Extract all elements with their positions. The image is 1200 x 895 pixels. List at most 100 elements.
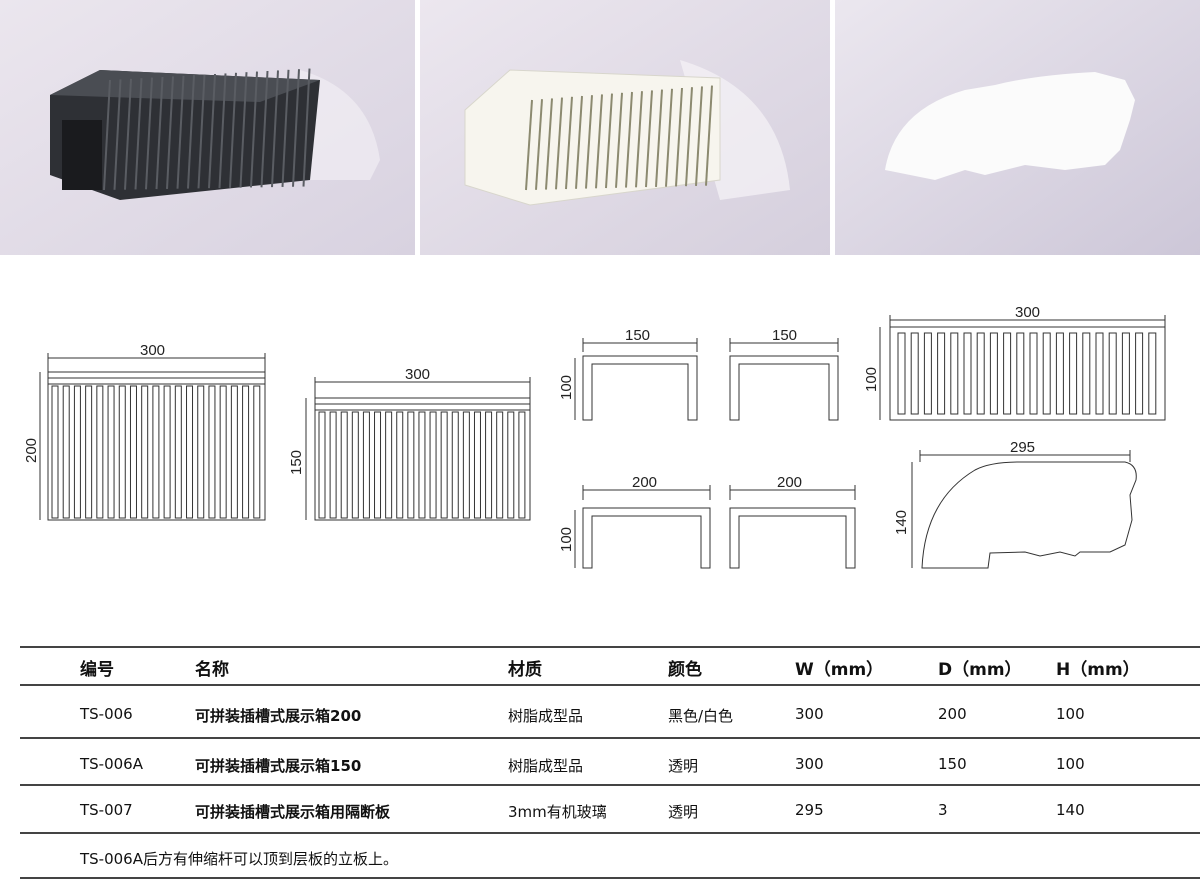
slat xyxy=(351,411,359,519)
slat xyxy=(155,76,164,190)
table-rule xyxy=(20,832,1200,834)
slat xyxy=(152,385,160,519)
dim-140: 140 xyxy=(893,510,910,535)
slat xyxy=(187,75,195,189)
slat xyxy=(134,78,143,190)
slat xyxy=(1055,332,1064,415)
dim-300: 300 xyxy=(1015,304,1040,321)
slat xyxy=(208,73,216,189)
section-200-a: 200 100 xyxy=(558,474,711,569)
dim-100: 100 xyxy=(863,367,880,392)
header-code: 编号 xyxy=(80,660,114,680)
slat xyxy=(318,411,326,519)
slat xyxy=(62,385,70,519)
slat xyxy=(675,87,683,187)
slat xyxy=(937,332,946,415)
slat xyxy=(1082,332,1091,415)
slat xyxy=(218,73,227,189)
cell-code: TS-007 xyxy=(80,801,133,819)
section-150-b: 150 xyxy=(729,327,839,421)
cell-h: 100 xyxy=(1056,755,1085,773)
table-rule xyxy=(20,784,1200,786)
slat xyxy=(565,96,573,190)
slat xyxy=(1108,332,1117,415)
slat xyxy=(595,94,603,189)
dim-295: 295 xyxy=(1010,439,1035,456)
slat xyxy=(340,411,348,519)
slat xyxy=(73,385,81,519)
slat xyxy=(976,332,985,415)
cell-color: 透明 xyxy=(668,803,699,821)
slat xyxy=(239,72,248,188)
slat xyxy=(118,385,126,519)
cell-d: 150 xyxy=(938,755,967,773)
slat xyxy=(1069,332,1078,415)
slat xyxy=(585,95,593,189)
cell-code: TS-006 xyxy=(80,705,133,723)
slat xyxy=(124,78,132,190)
slat xyxy=(525,99,533,191)
front-view-drawing: 300 100 xyxy=(863,304,1166,421)
dim-150: 150 xyxy=(772,327,797,344)
dim-200: 200 xyxy=(632,474,657,491)
slat xyxy=(605,93,613,189)
slat xyxy=(186,385,194,519)
cell-name: 可拼装插槽式展示箱200 xyxy=(195,707,362,725)
slat xyxy=(645,90,653,188)
cell-material: 3mm有机玻璃 xyxy=(508,803,607,821)
slat xyxy=(1121,332,1130,415)
cell-d: 200 xyxy=(938,705,967,723)
section-150-a: 150 100 xyxy=(558,327,698,421)
divider-drawing: 295 140 xyxy=(893,439,1137,569)
dim-depth-150: 150 xyxy=(288,450,305,475)
slat xyxy=(230,385,238,519)
slat xyxy=(85,385,93,519)
slat xyxy=(219,385,227,519)
slat xyxy=(250,71,258,188)
slat xyxy=(141,385,149,519)
slat xyxy=(518,411,526,519)
slat xyxy=(575,95,583,189)
cell-h: 100 xyxy=(1056,705,1085,723)
slat xyxy=(1029,332,1038,415)
table-note: TS-006A后方有伸缩杆可以顶到层板的立板上。 xyxy=(80,850,398,868)
slat xyxy=(989,332,998,415)
slat xyxy=(1003,332,1012,415)
slat xyxy=(418,411,426,519)
slat xyxy=(329,411,337,519)
header-d: D（mm） xyxy=(938,660,1022,680)
table-rule xyxy=(20,877,1200,879)
slat xyxy=(923,332,932,415)
dim-100: 100 xyxy=(558,527,575,552)
slat xyxy=(166,76,174,189)
slat xyxy=(950,332,959,415)
slat xyxy=(665,88,673,187)
slat xyxy=(107,385,115,519)
top-view-150-drawing: 300 150 xyxy=(288,366,531,521)
cell-w: 300 xyxy=(795,755,824,773)
slat xyxy=(473,411,481,519)
slat xyxy=(429,411,437,519)
slat xyxy=(253,385,261,519)
cell-w: 295 xyxy=(795,801,824,819)
slat xyxy=(96,385,104,519)
slat xyxy=(374,411,382,519)
slat xyxy=(242,385,250,519)
slat xyxy=(485,411,493,519)
header-name: 名称 xyxy=(195,660,229,680)
slat xyxy=(615,92,623,188)
slat xyxy=(362,411,370,519)
header-h: H（mm） xyxy=(1056,660,1140,680)
slat xyxy=(705,85,713,186)
slat xyxy=(1148,332,1157,415)
slat xyxy=(103,79,111,191)
header-w: W（mm） xyxy=(795,660,884,680)
table-rule xyxy=(20,737,1200,739)
slat xyxy=(145,77,153,190)
slat xyxy=(260,70,269,188)
header-color: 颜色 xyxy=(668,660,702,680)
cell-w: 300 xyxy=(795,705,824,723)
header-material: 材质 xyxy=(508,660,542,680)
slat xyxy=(655,89,663,187)
cell-d: 3 xyxy=(938,801,948,819)
